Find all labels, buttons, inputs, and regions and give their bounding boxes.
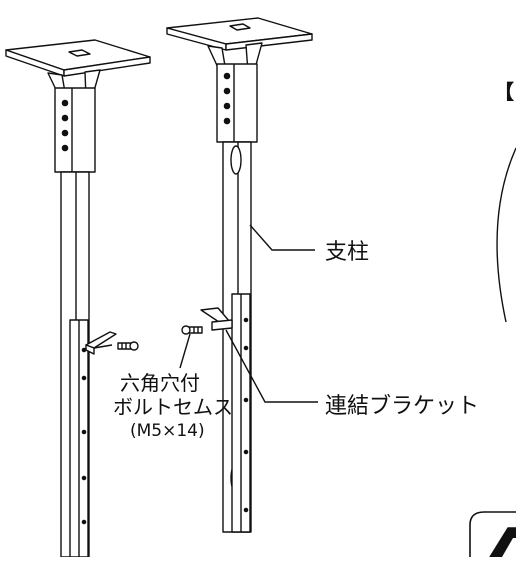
bolt-leader	[179, 333, 191, 369]
detail-title-bracket: 【	[494, 80, 514, 104]
pillar-label: 支柱	[325, 240, 370, 265]
bracket-leader	[225, 329, 318, 403]
bolt-label-line1: 六角穴付	[120, 371, 200, 395]
left-upper-bracket	[54, 87, 96, 173]
bolt-spec-label: (M5×14)	[130, 421, 205, 441]
warning-triangle-icon	[469, 511, 516, 558]
pillar-leader	[249, 224, 315, 251]
connecting-bracket-label: 連結ブラケット	[325, 394, 480, 419]
bolt-label-line2: ボルトセムス	[113, 395, 233, 419]
right-upper-bracket	[216, 63, 258, 143]
detail-circle-arc	[496, 147, 516, 323]
leader-lines	[179, 224, 318, 403]
left-pole	[5, 39, 151, 558]
right-pole	[166, 17, 313, 533]
